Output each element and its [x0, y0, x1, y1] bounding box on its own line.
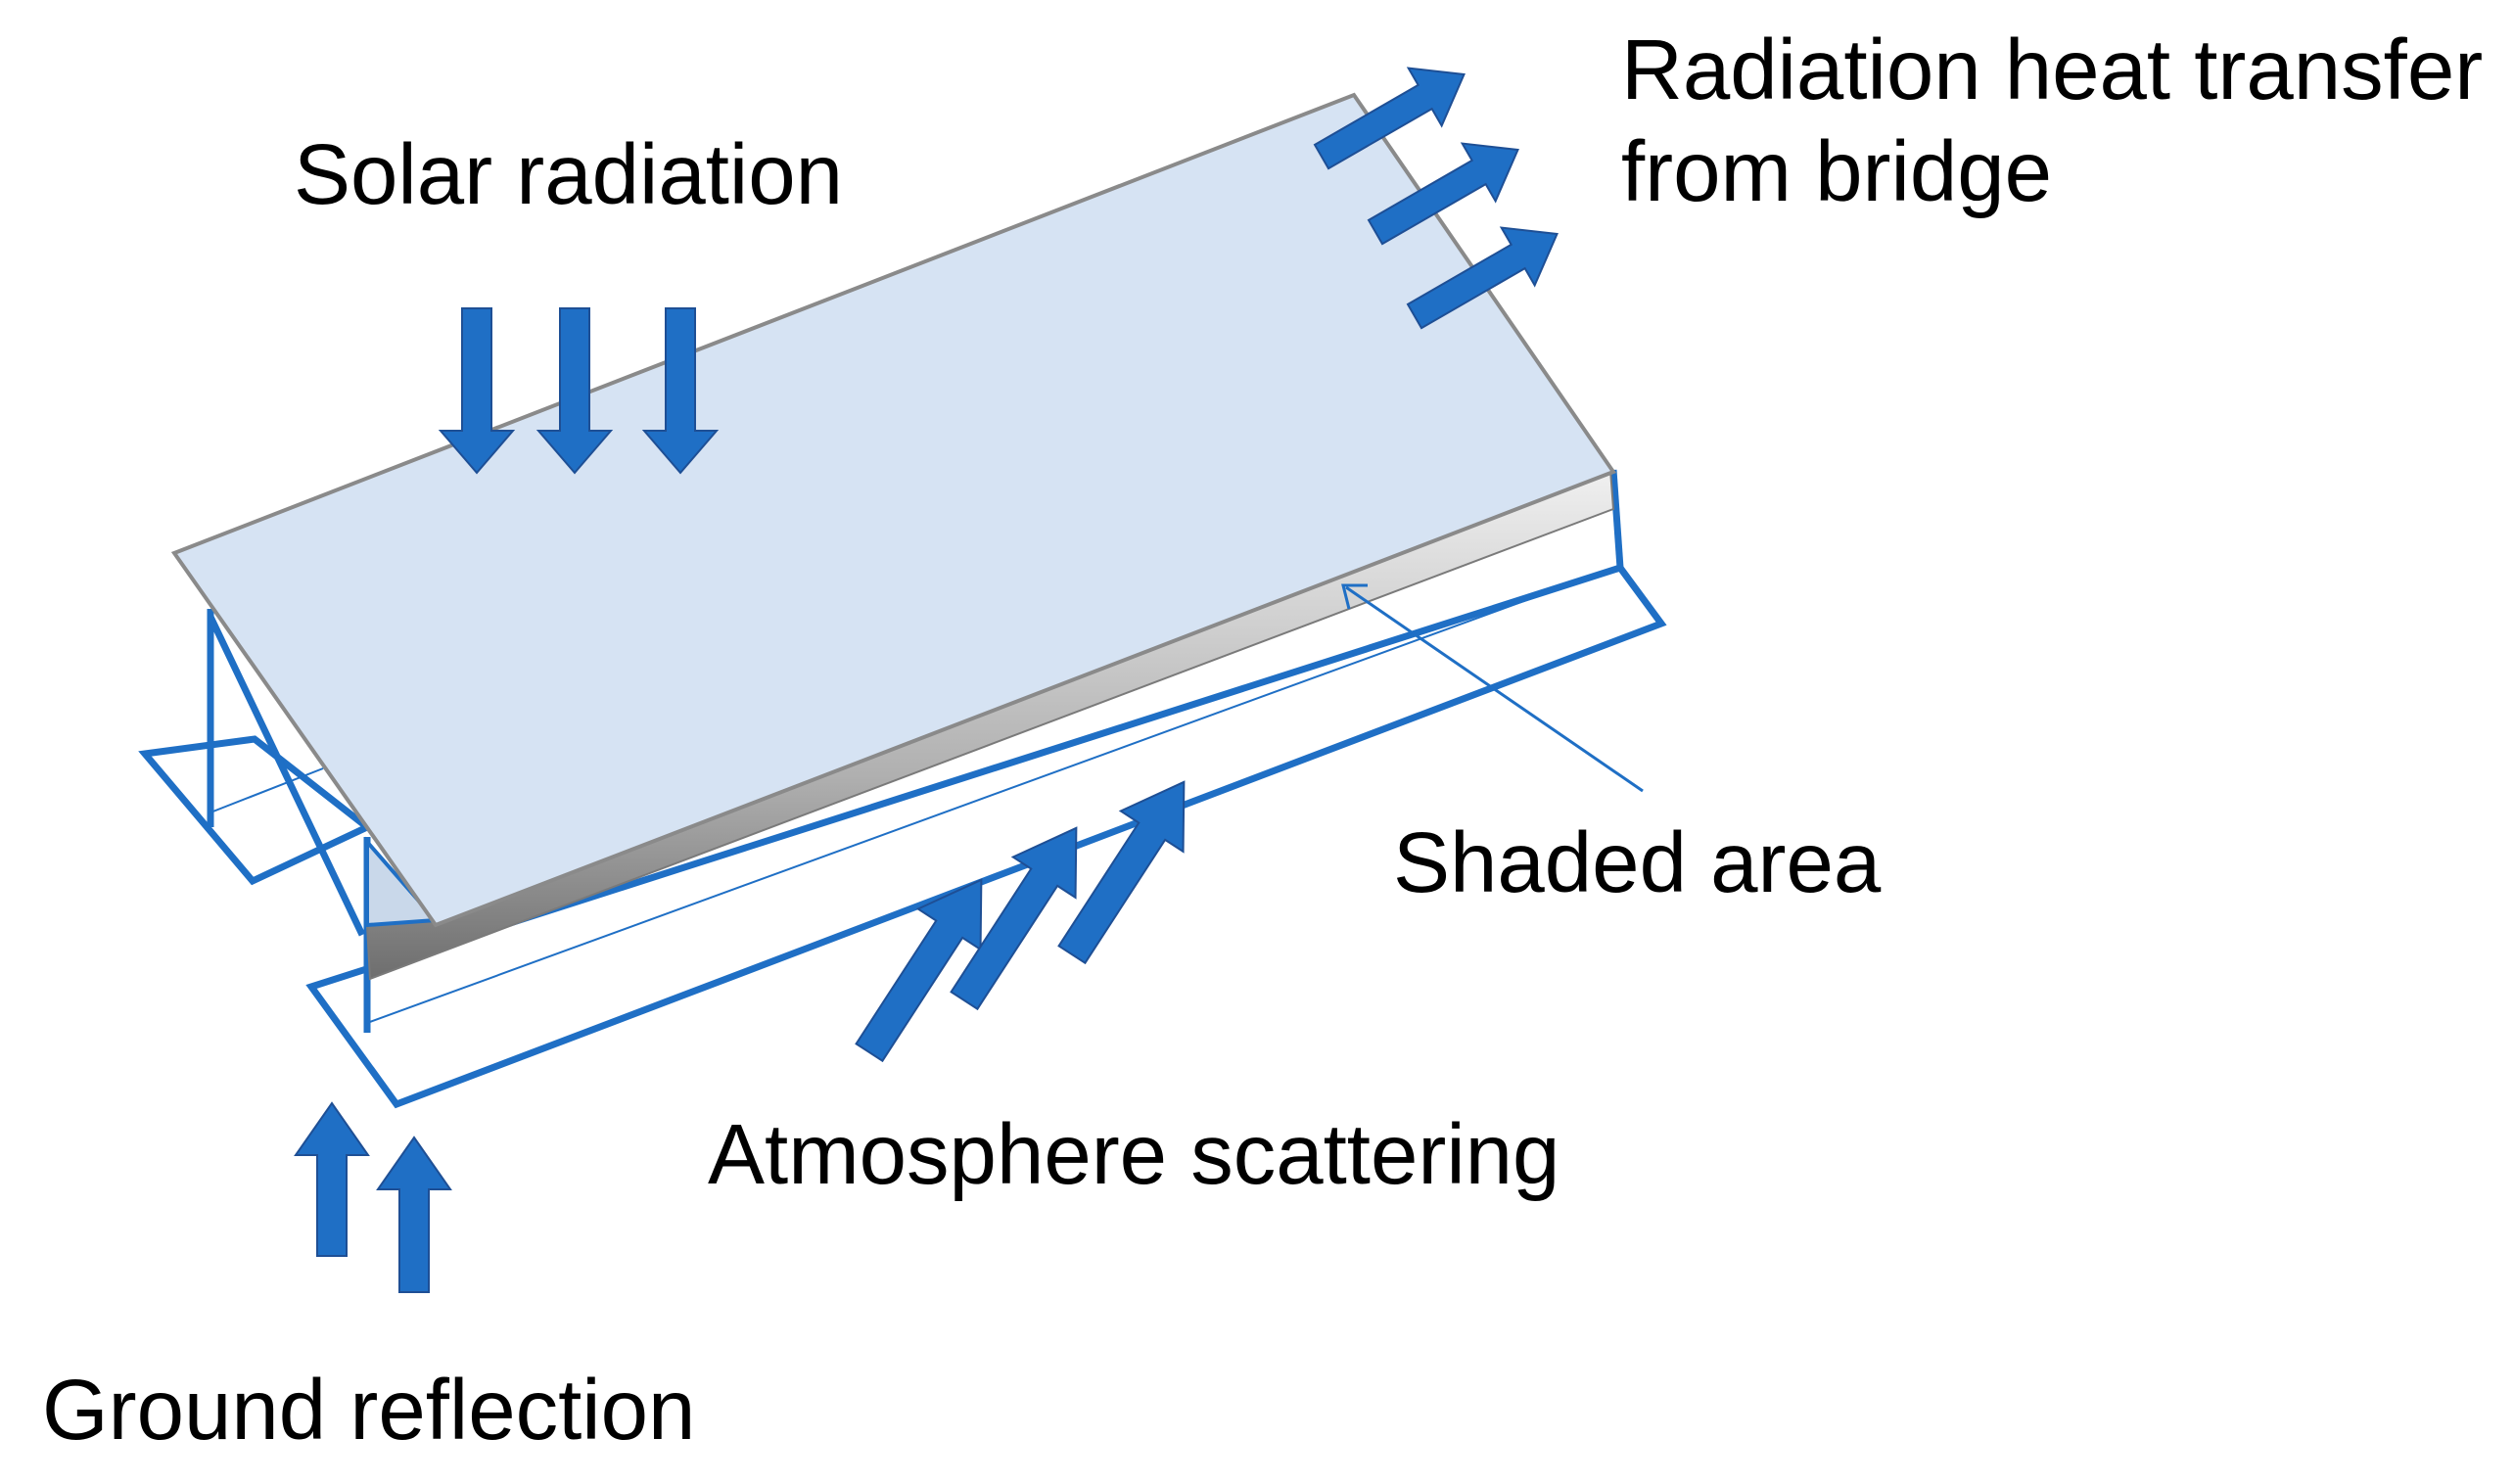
radiation-heat-transfer-arrows — [1313, 67, 1559, 330]
bridge-deck — [170, 92, 1617, 928]
radiation-heat-transfer-label-line2: from bridge — [1621, 124, 2053, 219]
left-flange-centerline — [210, 767, 324, 813]
shaded-area-label: Shaded area — [1393, 815, 1882, 910]
solar-radiation-arrows — [438, 307, 720, 475]
arrow-up-right-icon — [855, 878, 983, 1063]
arrow-down-icon — [438, 307, 516, 475]
arrow-up-right-icon — [950, 826, 1078, 1011]
shaded-area-pointer — [1341, 583, 1644, 793]
arrow-up-right-icon — [1057, 780, 1186, 965]
radiation-heat-transfer-label-line1: Radiation heat transfer — [1621, 23, 2484, 117]
atmosphere-scattering-arrows — [855, 780, 1186, 1063]
arrow-up-icon — [294, 1101, 370, 1257]
arrow-up-right-icon — [1367, 142, 1519, 246]
flange-centerline — [366, 567, 1616, 1024]
arrow-up-right-icon — [1313, 67, 1466, 170]
atmosphere-scattering-label: Atmosphere scattering — [708, 1107, 1560, 1202]
arrow-down-icon — [641, 307, 720, 475]
ground-reflection-arrows — [294, 1101, 452, 1293]
arrow-down-icon — [535, 307, 614, 475]
arrow-up-right-icon — [1406, 226, 1559, 330]
left-diagonal-web — [207, 615, 366, 937]
solar-radiation-label: Solar radiation — [294, 127, 843, 222]
arrow-up-icon — [376, 1136, 452, 1293]
ground-reflection-label: Ground reflection — [42, 1363, 696, 1458]
deck-end-shadow — [365, 836, 441, 928]
main-bottom-flange — [305, 563, 1667, 1109]
right-web-line — [1609, 469, 1624, 569]
